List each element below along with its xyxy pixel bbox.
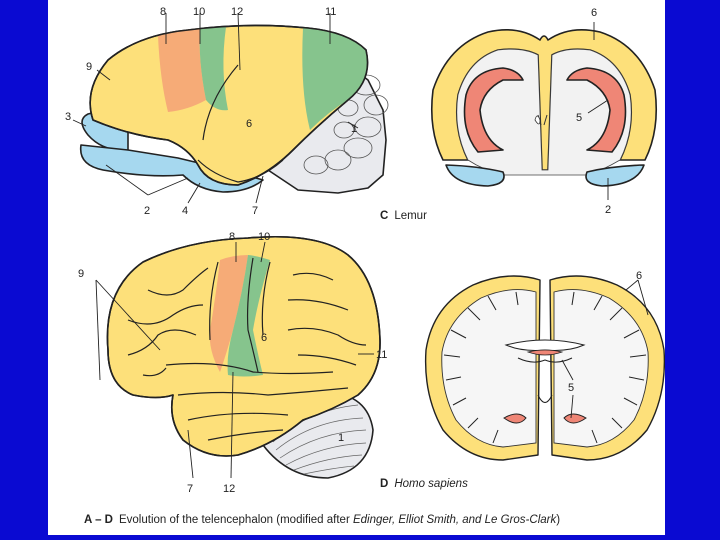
human-coronal-section <box>424 275 665 461</box>
lemur-sylvian-fissure <box>202 64 239 141</box>
lemur-coronal-right-paleocortex <box>585 164 645 187</box>
lemur-coronal-label-6: 6 <box>591 7 597 19</box>
human-label-8: 8 <box>229 231 235 243</box>
lemur-leader-lines <box>72 12 359 204</box>
human-lateral-brain <box>106 235 381 479</box>
lemur-coronal-label-2: 2 <box>605 204 611 216</box>
lemur-lateral-brain <box>79 24 389 194</box>
lemur-labels: 8 10 12 11 9 3 6 1 2 4 7 <box>65 6 357 217</box>
figure-caption: A – D Evolution of the telencephalon (mod… <box>84 514 560 526</box>
caption-authors: Edinger, Elliot Smith, and Le Gros-Clark <box>353 514 558 526</box>
human-coronal-corpus-callosum <box>504 339 586 351</box>
lemur-label-1: 1 <box>351 123 357 135</box>
panel-d-letter: D <box>380 478 388 490</box>
lemur-label-4: 4 <box>182 205 188 217</box>
lemur-label-12: 12 <box>231 6 243 18</box>
panel-c-species: Lemur <box>394 210 427 222</box>
panel-c-caption: C Lemur <box>380 210 427 222</box>
lemur-label-7: 7 <box>252 205 258 217</box>
lemur-label-2: 2 <box>144 205 150 217</box>
human-coronal-labels: 6 5 <box>568 270 642 394</box>
lemur-coronal-labels: 6 5 2 <box>576 7 611 216</box>
human-coronal-right-putamen <box>563 413 587 424</box>
lemur-label-8: 8 <box>160 6 166 18</box>
human-coronal-label-6: 6 <box>636 270 642 282</box>
lemur-coronal-leaders <box>587 22 609 200</box>
lemur-label-6: 6 <box>246 118 252 130</box>
human-gyri <box>127 257 367 441</box>
caption-text: Evolution of the telencephalon (modified… <box>119 514 353 526</box>
human-orange-area <box>209 255 248 372</box>
lemur-label-3: 3 <box>65 111 71 123</box>
human-label-7: 7 <box>187 483 193 495</box>
panel-d-caption: D Homo sapiens <box>380 478 468 490</box>
panel-d-species: Homo sapiens <box>394 478 468 490</box>
lemur-coronal-left-striatum <box>463 67 524 153</box>
lemur-coronal-right-striatum <box>566 67 627 153</box>
human-hemisphere-outline <box>106 235 381 457</box>
lemur-coronal-label-5: 5 <box>576 112 582 124</box>
lemur-label-10: 10 <box>193 6 205 18</box>
human-label-6: 6 <box>261 332 267 344</box>
lemur-temporal-lobe-edge <box>197 159 284 183</box>
lemur-coronal-ventricle <box>534 115 541 125</box>
human-label-9: 9 <box>78 268 84 280</box>
lemur-label-11: 11 <box>325 6 336 18</box>
panel-c-letter: C <box>380 210 388 222</box>
lemur-orange-area <box>158 28 206 112</box>
human-coronal-white-right <box>553 289 649 448</box>
caption-close: ) <box>556 514 560 526</box>
human-coronal-left-putamen <box>503 413 527 424</box>
lemur-coronal-section <box>430 29 658 187</box>
human-coronal-white-left <box>441 289 537 448</box>
lemur-coronal-left-paleocortex <box>445 164 505 187</box>
lemur-label-9: 9 <box>86 61 92 73</box>
human-coronal-label-5: 5 <box>568 382 574 394</box>
human-labels: 8 10 9 6 11 1 7 12 <box>78 231 387 495</box>
lemur-hemisphere-outline <box>89 24 369 186</box>
human-coronal-sulci <box>443 291 647 444</box>
human-label-1: 1 <box>338 432 344 444</box>
human-coronal-ventricles <box>517 357 573 403</box>
human-leader-lines <box>95 241 374 479</box>
lemur-occipital-green <box>302 28 368 130</box>
human-label-12: 12 <box>223 483 235 495</box>
human-coronal-caudate-strip <box>526 349 564 356</box>
human-label-10: 10 <box>258 231 270 243</box>
human-label-11: 11 <box>376 349 387 361</box>
caption-range: A – D <box>84 514 113 526</box>
human-green-area <box>227 255 270 377</box>
human-coronal-leaders <box>561 279 649 419</box>
